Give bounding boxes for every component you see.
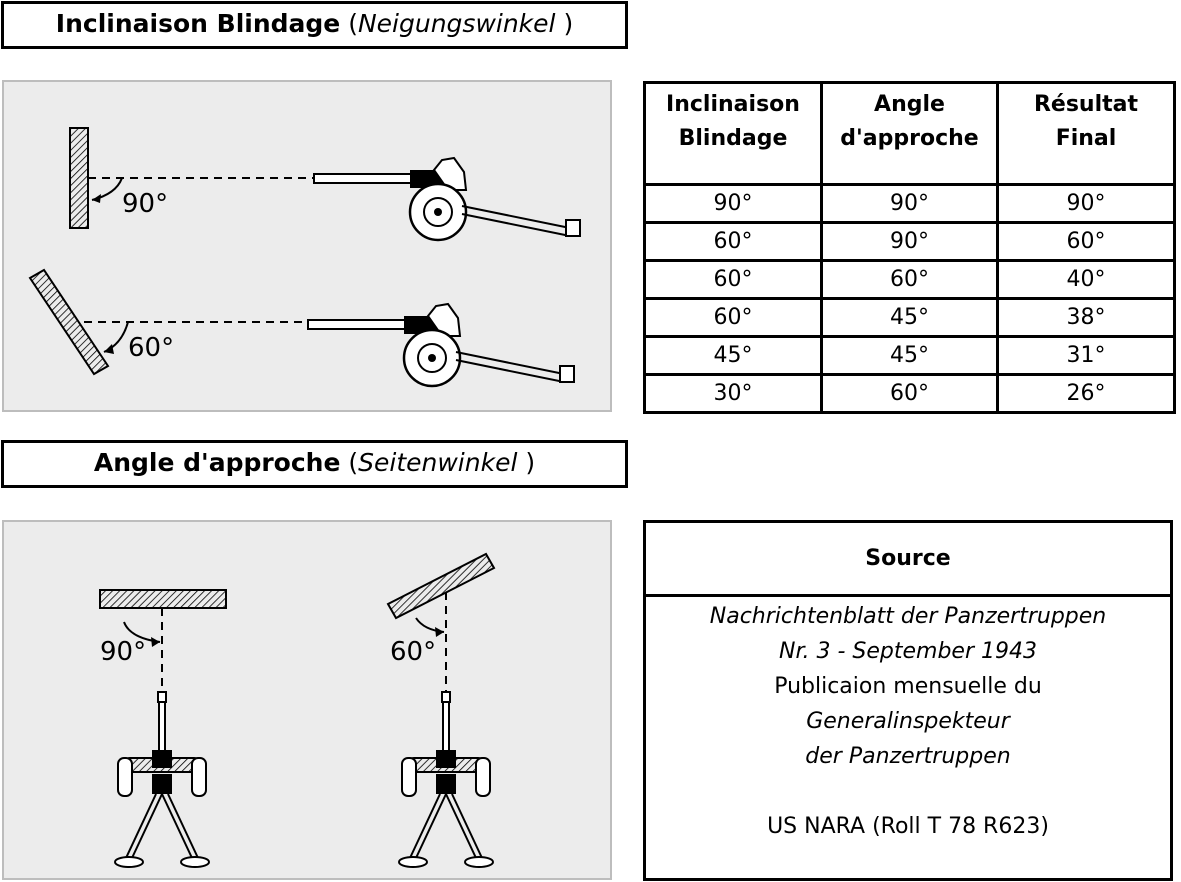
table-row: 60°90°60° <box>643 221 1176 262</box>
inclination-drawing: 90° 60° <box>28 127 581 388</box>
table-row: 60°60°40° <box>643 259 1176 300</box>
title-bold: Inclinaison Blindage <box>55 9 341 38</box>
title-italic: Neigungswinkel <box>357 9 556 38</box>
approach-drawing: 90° 60° <box>99 552 496 868</box>
angle-label-60: 60° <box>128 333 174 363</box>
armor-plate-flat <box>99 589 227 609</box>
source-publisher-1: Generalinspekteur <box>806 709 1010 734</box>
title-bold: Angle d'approche <box>93 448 341 477</box>
inclination-illustration: 90° 60° <box>2 80 612 412</box>
table-row: 60°45°38° <box>643 297 1176 338</box>
approach-illustration: 90° 60° <box>2 520 612 880</box>
armor-plate-vertical <box>69 127 89 229</box>
source-issue: Nr. 3 - September 1943 <box>779 639 1037 664</box>
table-row: 90°90°90° <box>643 183 1176 224</box>
gun-icon-bottom <box>307 302 575 388</box>
section-title-inclinaison: Inclinaison Blindage (Neigungswinkel ) <box>1 1 628 49</box>
angle-label-90: 90° <box>122 189 168 219</box>
armor-plate-inclined <box>28 268 110 376</box>
table-row: 30°60°26° <box>643 373 1176 414</box>
source-spacer <box>646 774 1170 809</box>
source-publication: Nachrichtenblatt der Panzertruppen <box>709 604 1107 629</box>
angle-label-60: 60° <box>390 637 436 667</box>
table-row: 45°45°31° <box>643 335 1176 376</box>
gun-icon-top <box>313 156 581 242</box>
source-box: Source Nachrichtenblatt der Panzertruppe… <box>643 520 1173 881</box>
source-heading: Source <box>646 523 1170 597</box>
source-description: Publicaion mensuelle du <box>774 674 1042 699</box>
angle-label-90: 90° <box>100 637 146 667</box>
armor-plate-angled <box>386 552 496 620</box>
source-publisher-2: der Panzertruppen <box>805 744 1011 769</box>
gun-icon-topview-left <box>114 691 210 868</box>
section-title-angle-approche: Angle d'approche (Seitenwinkel ) <box>1 440 628 488</box>
title-italic: Seitenwinkel <box>358 448 518 477</box>
source-archive: US NARA (Roll T 78 R623) <box>767 814 1049 839</box>
gun-icon-topview-right <box>398 691 494 868</box>
